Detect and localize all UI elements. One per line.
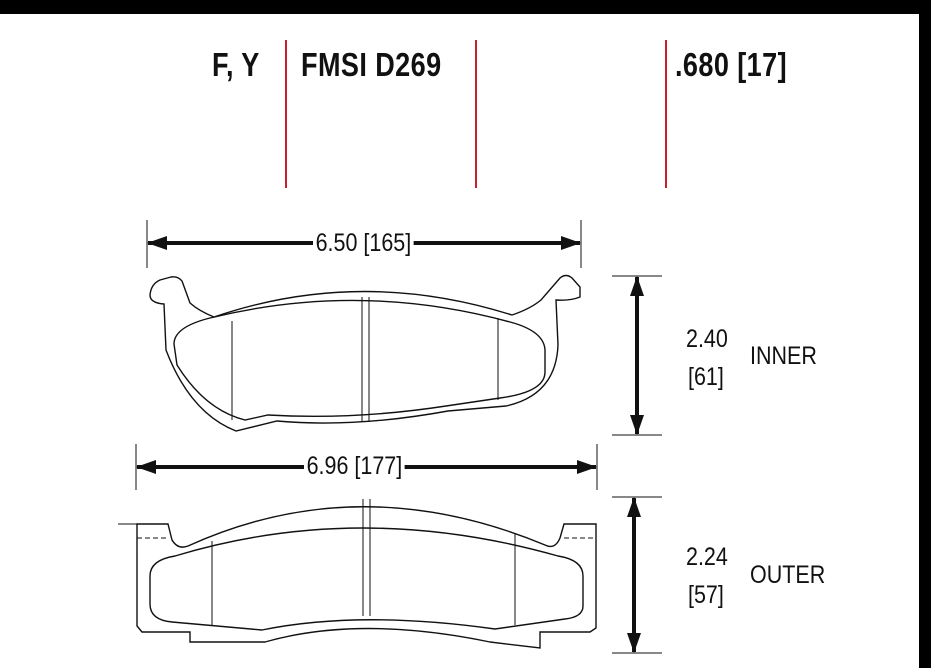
pad-code: F, Y (212, 46, 260, 83)
outer-width-label: 6.96 [177] (304, 452, 405, 481)
drawing-frame (0, 14, 919, 668)
header-divider (475, 40, 477, 188)
outer-height-label: 2.24 (686, 543, 728, 571)
outer-height-mm-label: [57] (688, 581, 724, 609)
fmsi-number: FMSI D269 (301, 46, 442, 83)
outer-pad-outline (118, 499, 597, 649)
outer-height-dimension (612, 496, 662, 654)
inner-height-dimension (612, 275, 662, 436)
inner-height-mm-label: [61] (688, 363, 724, 391)
header-divider (285, 40, 287, 188)
outer-pad-label: OUTER (750, 561, 826, 589)
inner-pad-outline (149, 274, 581, 432)
inner-pad-label: INNER (750, 342, 817, 370)
inner-width-label: 6.50 [165] (313, 229, 414, 258)
pad-thickness: .680 [17] (675, 46, 788, 83)
header-divider (665, 40, 667, 188)
inner-height-label: 2.40 (686, 325, 728, 353)
